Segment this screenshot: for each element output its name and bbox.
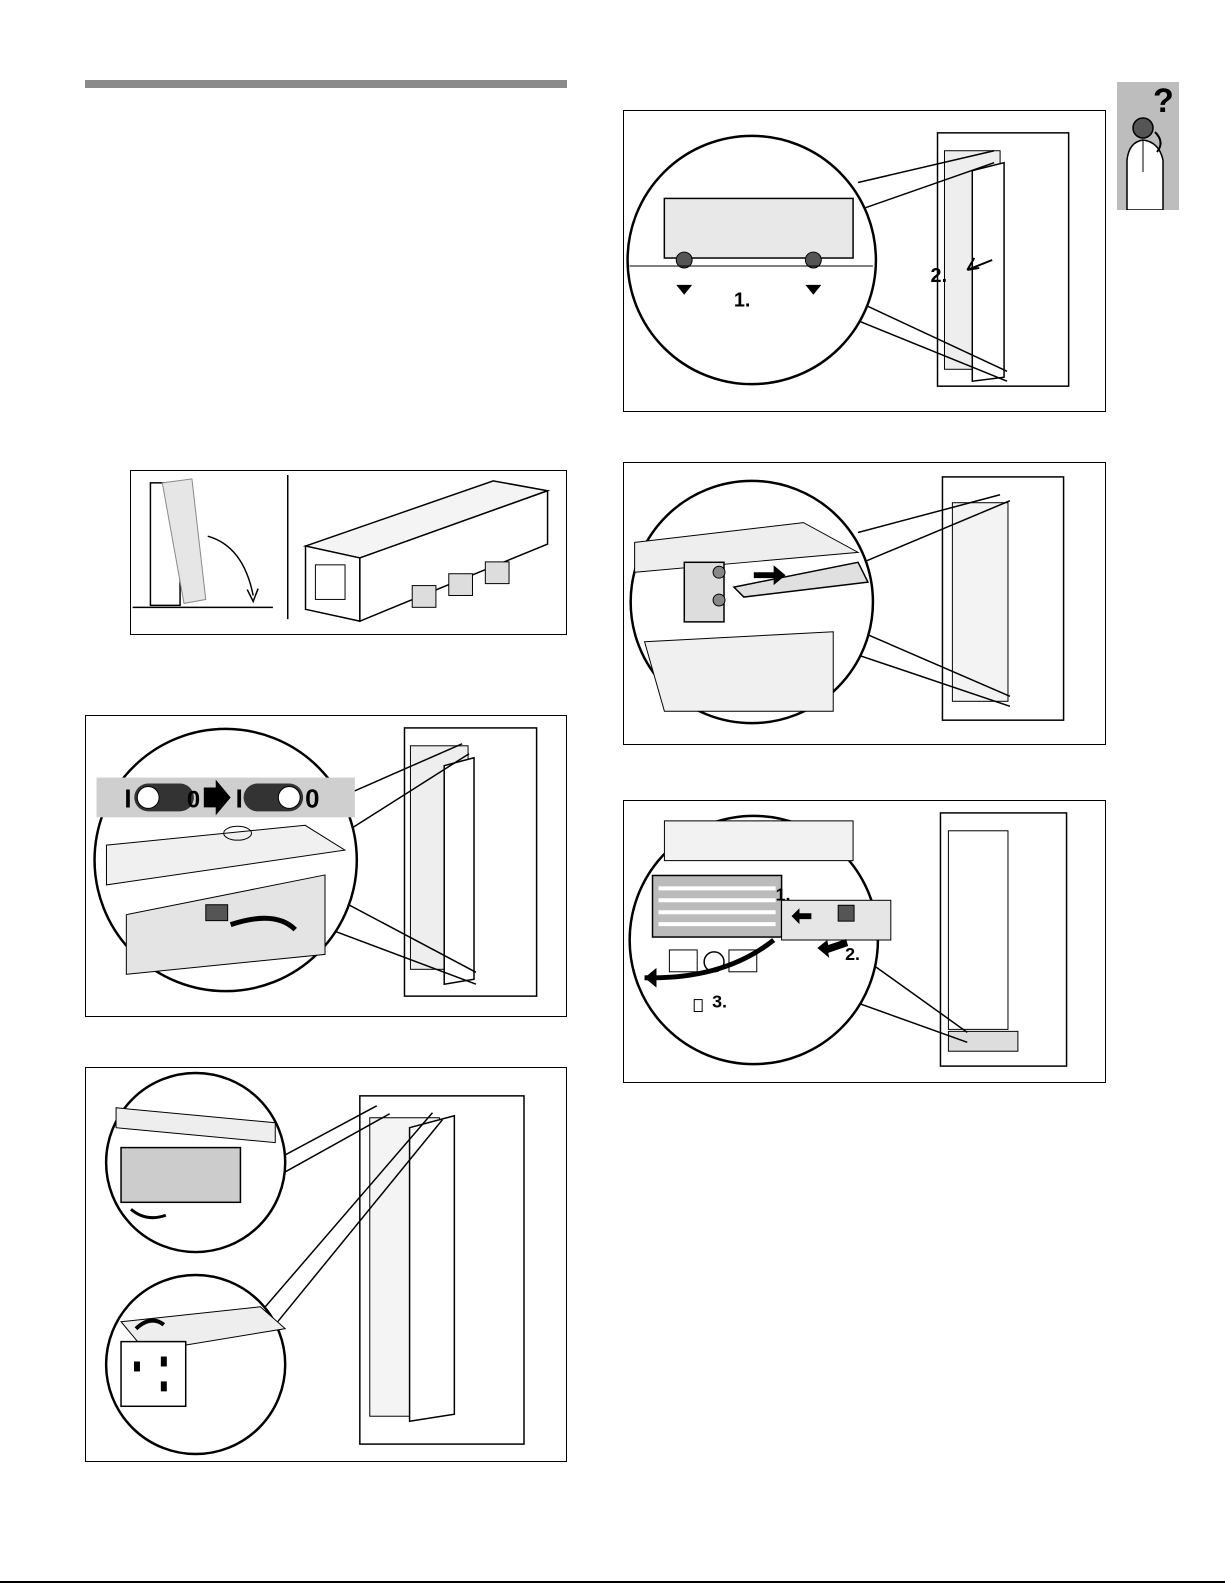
step-2-label: 2. bbox=[931, 265, 948, 287]
step-1-label: 1. bbox=[734, 290, 751, 312]
switch-symbol-i-left: I bbox=[124, 785, 131, 813]
help-glyph: ? bbox=[1153, 82, 1174, 120]
switch-symbol-0-mid: 0 bbox=[187, 786, 200, 813]
step-1-label: 1. bbox=[776, 884, 791, 904]
figure-grille-removal: 1. 2. 3. bbox=[623, 800, 1106, 1083]
help-sidebar-tab: ? bbox=[1117, 82, 1179, 210]
step-2-label: 2. bbox=[845, 944, 860, 964]
tilt-housing-illustration bbox=[131, 471, 566, 634]
switch-toggle-illustration: I 0 I 0 bbox=[86, 716, 566, 1016]
figure-hinge-screws: 1. 2. bbox=[623, 110, 1106, 412]
hinge-screws-illustration: 1. 2. bbox=[624, 111, 1105, 411]
switch-symbol-i-right: I bbox=[236, 785, 243, 813]
figure-switch-toggle: I 0 I 0 bbox=[85, 715, 567, 1017]
figure-hinge-screwdriver bbox=[623, 462, 1106, 745]
section-rule bbox=[85, 80, 567, 88]
question-person-icon: ? bbox=[1117, 82, 1179, 210]
step-3-label: 3. bbox=[712, 992, 727, 1012]
grille-removal-illustration: 1. 2. 3. bbox=[624, 801, 1105, 1082]
figure-tilt-housing bbox=[130, 470, 567, 635]
hinge-screwdriver-illustration bbox=[624, 463, 1105, 744]
switch-symbol-0-end: 0 bbox=[305, 785, 319, 813]
page-bottom-line bbox=[0, 1581, 1225, 1583]
panel-bracket-illustration bbox=[86, 1068, 566, 1461]
figure-panel-bracket bbox=[85, 1067, 567, 1462]
